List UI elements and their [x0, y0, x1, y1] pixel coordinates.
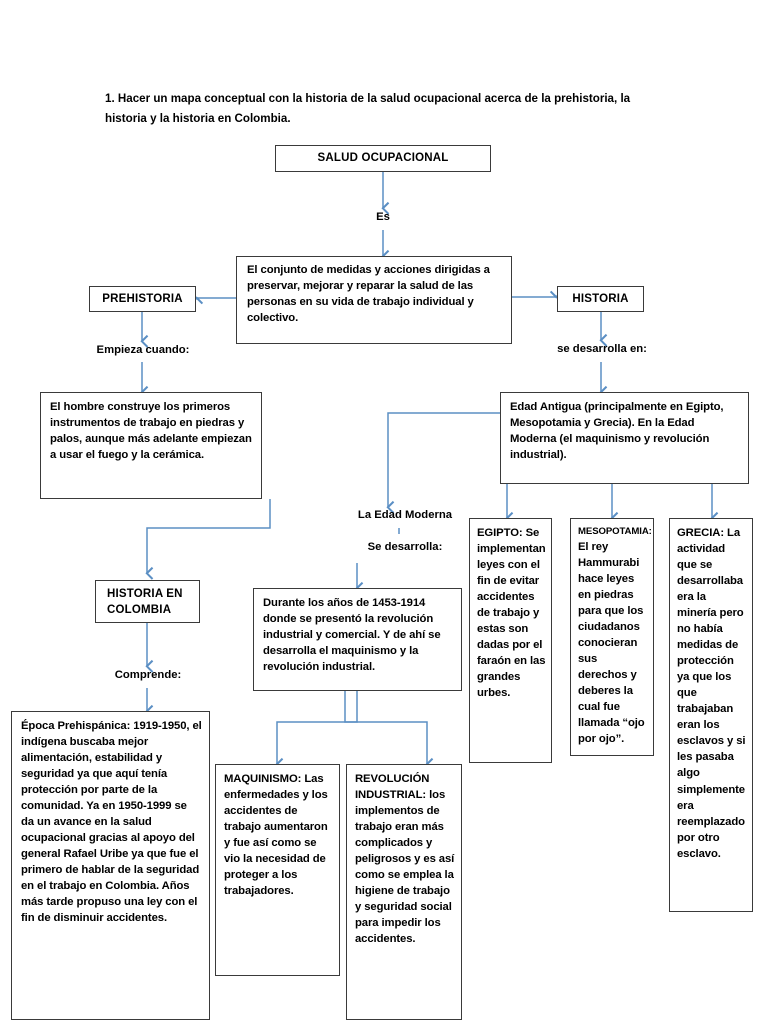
link-label-se-desarrolla-en: se desarrolla en:: [557, 343, 647, 355]
node-definicion[interactable]: El conjunto de medidas y acciones dirigi…: [236, 256, 512, 344]
node-maquinismo-text: MAQUINISMO: Las enfermedades y los accid…: [224, 773, 328, 898]
connector-prehistoria-detalle-to-colombia: [145, 499, 271, 580]
node-definicion-text: El conjunto de medidas y acciones dirigi…: [247, 264, 490, 325]
node-salud-ocupacional-label: SALUD OCUPACIONAL: [317, 152, 449, 165]
connector-durante-to-maquinismo: [275, 691, 358, 771]
node-prehistoria-detalle[interactable]: El hombre construye los primeros instrum…: [40, 392, 262, 499]
node-epoca-prehispanica[interactable]: Época Prehispánica: 1919-1950, el indíge…: [11, 711, 210, 1020]
connector-edad-antigua-to-edad-moderna: [386, 412, 500, 514]
node-historia-en-colombia[interactable]: HISTORIA EN COLOMBIA: [95, 580, 200, 623]
node-mesopotamia[interactable]: MESOPOTAMIA: El rey Hammurabi hace leyes…: [570, 518, 654, 756]
node-edad-moderna-detalle[interactable]: Durante los años de 1453-1914 donde se p…: [253, 588, 462, 691]
node-prehistoria[interactable]: PREHISTORIA: [89, 286, 196, 312]
task-prompt-line-1: 1. Hacer un mapa conceptual con la histo…: [105, 92, 631, 105]
node-mesopotamia-text: El rey Hammurabi hace leyes en piedras p…: [578, 540, 645, 745]
node-grecia-text: GRECIA: La actividad que se desarrollaba…: [677, 527, 746, 860]
node-salud-ocupacional[interactable]: SALUD OCUPACIONAL: [275, 145, 491, 172]
node-historia-en-colombia-line-1: HISTORIA EN: [107, 588, 183, 600]
link-label-la-edad-moderna: La Edad Moderna: [357, 509, 453, 521]
link-label-comprende: Comprende:: [114, 669, 182, 681]
link-label-se-desarrolla: Se desarrolla:: [367, 541, 443, 553]
node-historia-en-colombia-line-2: COLOMBIA: [107, 604, 172, 617]
node-prehistoria-label: PREHISTORIA: [102, 292, 183, 305]
link-label-empieza-cuando: Empieza cuando:: [96, 344, 190, 356]
node-historia-label: HISTORIA: [572, 292, 629, 305]
node-revolucion-industrial[interactable]: REVOLUCIÓN INDUSTRIAL: los implementos d…: [346, 764, 462, 1020]
node-maquinismo[interactable]: MAQUINISMO: Las enfermedades y los accid…: [215, 764, 340, 976]
link-label-es: Es: [376, 211, 390, 223]
node-egipto[interactable]: EGIPTO: Se implementan leyes con el fin …: [469, 518, 552, 763]
node-epoca-prehispanica-text: Época Prehispánica: 1919-1950, el indíge…: [21, 720, 202, 925]
node-historia[interactable]: HISTORIA: [557, 286, 644, 312]
node-revolucion-industrial-text: REVOLUCIÓN INDUSTRIAL: los implementos d…: [355, 773, 455, 946]
task-prompt: 1. Hacer un mapa conceptual con la histo…: [105, 89, 665, 128]
node-prehistoria-detalle-text: El hombre construye los primeros instrum…: [50, 401, 252, 462]
node-edad-antigua[interactable]: Edad Antigua (principalmente en Egipto, …: [500, 392, 749, 484]
task-prompt-line-2: historia y la historia en Colombia.: [105, 111, 291, 125]
node-egipto-text: EGIPTO: Se implementan leyes con el fin …: [477, 527, 546, 700]
connector-durante-to-revolucion: [344, 691, 434, 771]
node-edad-antigua-text: Edad Antigua (principalmente en Egipto, …: [510, 401, 724, 462]
node-edad-moderna-detalle-text: Durante los años de 1453-1914 donde se p…: [263, 597, 441, 674]
node-grecia[interactable]: GRECIA: La actividad que se desarrollaba…: [669, 518, 753, 912]
node-mesopotamia-label: MESOPOTAMIA:: [578, 526, 652, 537]
